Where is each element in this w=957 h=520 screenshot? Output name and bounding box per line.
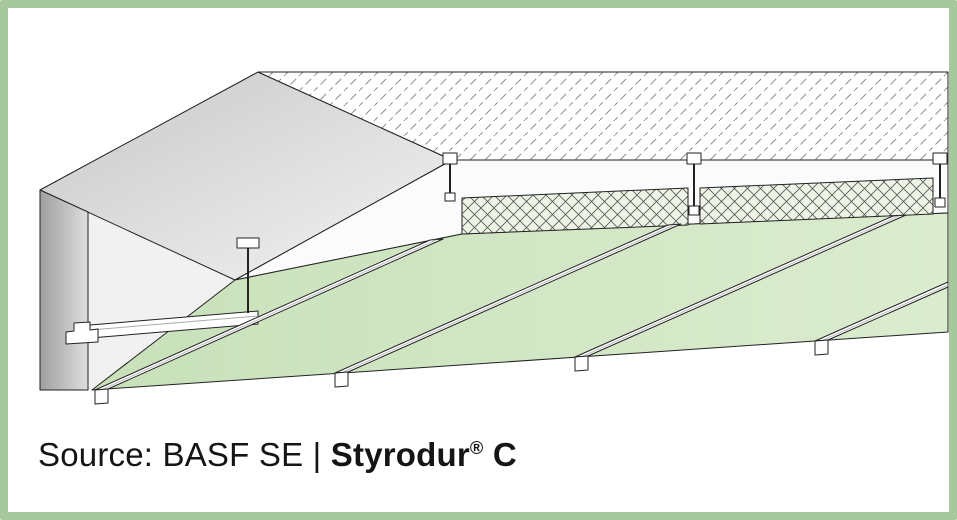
styrodur-board-cut-section-right — [699, 177, 934, 225]
hat-profile-end — [65, 321, 99, 345]
concrete-slab-section — [257, 71, 949, 161]
styrodur-board-cut-section-left — [461, 187, 689, 235]
caption-brand: Styrodur — [330, 436, 470, 473]
suspension-rod-1 — [236, 237, 260, 313]
furring-channel-2 — [334, 223, 682, 388]
furring-channel-3 — [574, 214, 907, 372]
suspension-rod-4 — [932, 152, 948, 208]
source-caption: Source: BASF SE | Styrodur® C — [38, 436, 517, 474]
furring-channels — [94, 214, 949, 405]
suspension-rods — [442, 152, 948, 216]
carrying-channel — [65, 310, 259, 345]
suspension-rod-2 — [442, 152, 458, 202]
caption-suffix: C — [483, 436, 517, 473]
styrodur-board-underside — [91, 212, 949, 391]
suspension-rod-3 — [686, 152, 702, 216]
registered-mark-icon: ® — [469, 438, 484, 458]
caption-prefix: Source: BASF SE | — [38, 436, 331, 473]
furring-channel-1 — [94, 238, 444, 405]
wall-edge-face — [39, 189, 89, 391]
furring-channel-4 — [814, 281, 949, 356]
ceiling-insulation-diagram — [39, 71, 949, 405]
